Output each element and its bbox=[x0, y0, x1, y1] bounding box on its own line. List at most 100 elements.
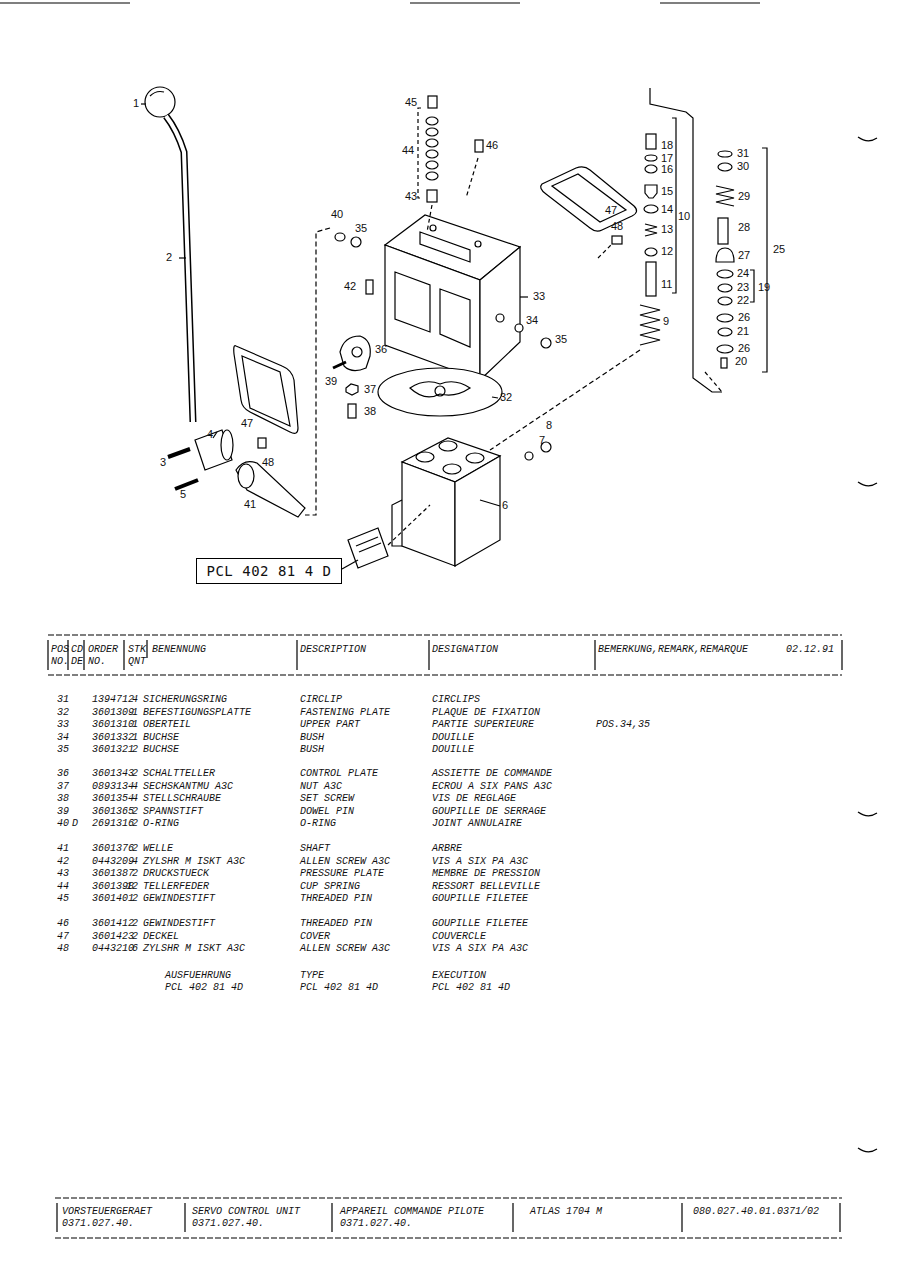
table-cell: NO. bbox=[88, 656, 106, 667]
table-cell: 42 bbox=[57, 856, 69, 867]
table-cell: SERVO CONTROL UNIT bbox=[192, 1206, 300, 1217]
table-cell: VIS A SIX PA A3C bbox=[432, 856, 528, 867]
table-cell: JOINT ANNULAIRE bbox=[432, 818, 522, 829]
callout-number: 21 bbox=[737, 325, 749, 338]
table-cell: GOUPILLE FILETEE bbox=[432, 893, 528, 904]
table-cell: PARTIE SUPERIEURE bbox=[432, 719, 534, 730]
table-cell: THREADED PIN bbox=[300, 893, 372, 904]
table-cell: ASSIETTE DE COMMANDE bbox=[432, 768, 552, 779]
table-cell: 39 bbox=[57, 806, 69, 817]
table-cell: 3601332 bbox=[92, 732, 134, 743]
callout-number: 35 bbox=[555, 333, 567, 346]
table-cell: 46 bbox=[57, 918, 69, 929]
callout-number: 48 bbox=[262, 456, 274, 469]
table-cell: PCL 402 81 4D bbox=[300, 982, 378, 993]
table-cell: GOUPILLE DE SERRAGE bbox=[432, 806, 546, 817]
table-cell: SECHSKANTMU A3C bbox=[143, 781, 233, 792]
table-cell: 3601343 bbox=[92, 768, 134, 779]
table-cell: 48 bbox=[57, 943, 69, 954]
table-cell: ZYLSHR M ISKT A3C bbox=[143, 943, 245, 954]
table-cell: 45 bbox=[57, 893, 69, 904]
table-cell: MEMBRE DE PRESSION bbox=[432, 868, 540, 879]
table-cell: CIRCLIPS bbox=[432, 694, 480, 705]
table-cell: 35 bbox=[57, 744, 69, 755]
callout-number: 43 bbox=[405, 190, 417, 203]
callout-number: 47 bbox=[241, 417, 253, 430]
callout-number: 40 bbox=[331, 208, 343, 221]
table-cell: 36 bbox=[57, 768, 69, 779]
table-cell: ALLEN SCREW A3C bbox=[300, 943, 390, 954]
table-cell: 38 bbox=[57, 793, 69, 804]
table-cell: 2 bbox=[132, 818, 138, 829]
table-cell: 1 bbox=[132, 707, 138, 718]
callout-number: 11 bbox=[661, 278, 672, 291]
table-cell: 43 bbox=[57, 868, 69, 879]
callout-number: 29 bbox=[738, 190, 750, 203]
callout-number: 37 bbox=[364, 383, 376, 396]
table-cell: 3601401 bbox=[92, 893, 134, 904]
table-cell: CUP SPRING bbox=[300, 881, 360, 892]
table-cell: DESCRIPTION bbox=[300, 644, 366, 655]
table-cell: SET SCREW bbox=[300, 793, 354, 804]
callout-number: 4 bbox=[207, 428, 213, 441]
callout-number: 36 bbox=[375, 343, 387, 356]
callout-number: 20 bbox=[735, 355, 747, 368]
table-cell: NO. bbox=[51, 656, 69, 667]
table-cell: 47 bbox=[57, 931, 69, 942]
callout-number: 45 bbox=[405, 96, 417, 109]
table-cell: BUSH bbox=[300, 744, 324, 755]
table-cell: 3601310 bbox=[92, 719, 134, 730]
table-cell: FASTENING PLATE bbox=[300, 707, 390, 718]
table-cell: VORSTEUERGERAET bbox=[62, 1206, 152, 1217]
table-cell: BENENNUNG bbox=[152, 644, 206, 655]
table-cell: ALLEN SCREW A3C bbox=[300, 856, 390, 867]
table-cell: TYPE bbox=[300, 970, 324, 981]
table-cell: 2 bbox=[132, 744, 138, 755]
callout-number: 3 bbox=[160, 456, 166, 469]
table-cell: 080.027.40.01.0371/02 bbox=[693, 1206, 819, 1217]
table-cell: 2 bbox=[132, 768, 138, 779]
table-cell: ATLAS 1704 M bbox=[530, 1206, 602, 1217]
callout-number: 10 bbox=[678, 210, 690, 223]
callout-number: 19 bbox=[758, 281, 770, 294]
table-cell: 4 bbox=[132, 856, 138, 867]
callout-number: 16 bbox=[661, 163, 673, 176]
callout-number: 12 bbox=[661, 245, 673, 258]
callout-number: 7 bbox=[539, 434, 545, 447]
table-cell: 2 bbox=[132, 868, 138, 879]
table-cell: O-RING bbox=[300, 818, 336, 829]
table-cell: 0893134 bbox=[92, 781, 134, 792]
table-cell: STELLSCHRAUBE bbox=[143, 793, 221, 804]
table-cell: 31 bbox=[57, 694, 69, 705]
table-cell: GEWINDESTIFT bbox=[143, 893, 215, 904]
table-cell: CD bbox=[71, 644, 83, 655]
callout-number: 27 bbox=[738, 249, 750, 262]
callout-number: 34 bbox=[526, 314, 538, 327]
table-cell: DOUILLE bbox=[432, 732, 474, 743]
table-cell: GOUPILLE FILETEE bbox=[432, 918, 528, 929]
table-cell: 44 bbox=[57, 881, 69, 892]
table-cell: 0371.027.40. bbox=[340, 1218, 412, 1229]
table-cell: 32 bbox=[57, 707, 69, 718]
callout-number: 30 bbox=[737, 160, 749, 173]
callout-number: 28 bbox=[738, 221, 750, 234]
table-cell: 2 bbox=[132, 918, 138, 929]
table-cell: ARBRE bbox=[432, 843, 462, 854]
table-cell: 1 bbox=[132, 732, 138, 743]
table-cell: POS.34,35 bbox=[596, 719, 650, 730]
table-cell: BEMERKUNG,REMARK,REMARQUE bbox=[598, 644, 748, 655]
table-cell: 2 bbox=[132, 843, 138, 854]
table-cell: DOWEL PIN bbox=[300, 806, 354, 817]
table-cell: QNT bbox=[128, 656, 146, 667]
table-cell: 3601309 bbox=[92, 707, 134, 718]
callout-number: 48 bbox=[611, 220, 623, 233]
table-cell: TELLERFEDER bbox=[143, 881, 209, 892]
table-cell: BEFESTIGUNGSPLATTE bbox=[143, 707, 251, 718]
callout-number: 24 bbox=[737, 267, 749, 280]
table-cell: DECKEL bbox=[143, 931, 179, 942]
callout-number: 9 bbox=[663, 315, 669, 328]
table-cell: 2 bbox=[132, 931, 138, 942]
table-cell: 4 bbox=[132, 694, 138, 705]
table-cell: BUCHSE bbox=[143, 732, 179, 743]
